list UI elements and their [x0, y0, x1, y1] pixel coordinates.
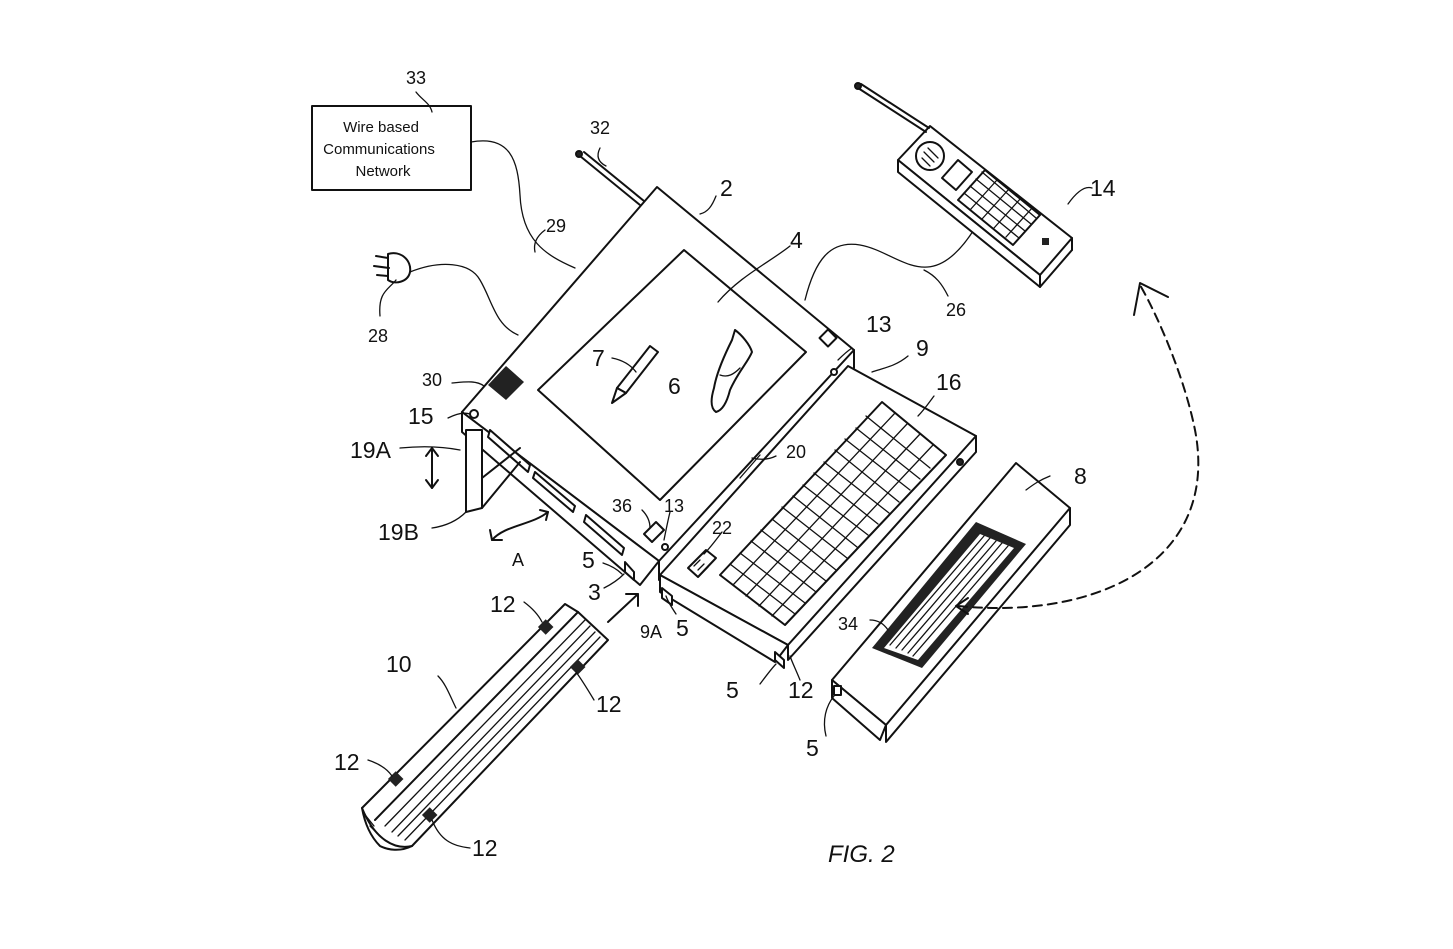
label-12-c: 12: [334, 749, 360, 775]
tablet-button: [818, 328, 838, 348]
power-plug-icon: [373, 252, 412, 284]
label-36: 36: [612, 496, 632, 516]
stand-leg: [465, 429, 521, 513]
tablet-antenna: [575, 150, 645, 206]
label-19B: 19B: [378, 519, 419, 545]
label-13-top: 13: [866, 311, 892, 337]
label-20: 20: [786, 442, 806, 462]
wire-network-box: Wire based Communications Network: [311, 105, 472, 191]
label-12-d: 12: [472, 835, 498, 861]
network-cable: [470, 140, 576, 269]
network-line-3: Network: [355, 163, 411, 180]
label-5-a: 5: [582, 547, 595, 573]
figure-caption: FIG. 2: [828, 841, 895, 868]
label-12-e: 12: [788, 677, 814, 703]
tablet-screen: [537, 249, 807, 501]
label-3: 3: [588, 579, 601, 605]
label-8: 8: [1074, 463, 1087, 489]
label-5-d: 5: [806, 735, 819, 761]
cradle-unit: [361, 603, 609, 851]
label-22: 22: [712, 518, 732, 538]
label-34: 34: [838, 614, 858, 634]
label-7: 7: [592, 345, 605, 371]
label-6: 6: [668, 373, 681, 399]
label-4: 4: [790, 227, 803, 253]
label-10: 10: [386, 651, 412, 677]
label-26: 26: [946, 300, 966, 320]
label-9: 9: [916, 335, 929, 361]
mobile-phone: [897, 125, 1073, 288]
label-5-b: 5: [676, 615, 689, 641]
label-15: 15: [408, 403, 434, 429]
label-A: A: [512, 550, 524, 570]
label-12-b: 12: [596, 691, 622, 717]
network-line-1: Wire based: [343, 119, 419, 136]
label-14: 14: [1090, 175, 1116, 201]
phone-cable: [804, 227, 976, 301]
label-12-a: 12: [490, 591, 516, 617]
rotate-arrow: [489, 509, 549, 541]
phone-antenna: [854, 82, 930, 133]
label-33: 33: [406, 68, 426, 88]
keyboard-unit: [659, 365, 977, 669]
label-13-bottom: 13: [664, 496, 684, 516]
label-28: 28: [368, 326, 388, 346]
finger-icon: [710, 329, 753, 413]
label-9A: 9A: [640, 622, 662, 642]
insert-arrow: [607, 593, 639, 623]
label-19A: 19A: [350, 437, 392, 463]
dashed-return-arrow: [955, 282, 1200, 615]
speaker-grille: [488, 366, 524, 400]
up-down-arrow: [425, 447, 439, 489]
label-30: 30: [422, 370, 442, 390]
stylus-icon: [611, 345, 659, 404]
tablet-unit: [461, 186, 855, 586]
label-29: 29: [546, 216, 566, 236]
label-16: 16: [936, 369, 962, 395]
label-5-c: 5: [726, 677, 739, 703]
power-cord: [409, 263, 519, 336]
label-32: 32: [590, 118, 610, 138]
scanner-unit: [831, 462, 1071, 743]
keyboard-keys: [719, 401, 947, 626]
label-2: 2: [720, 175, 733, 201]
network-line-2: Communications: [323, 141, 435, 158]
